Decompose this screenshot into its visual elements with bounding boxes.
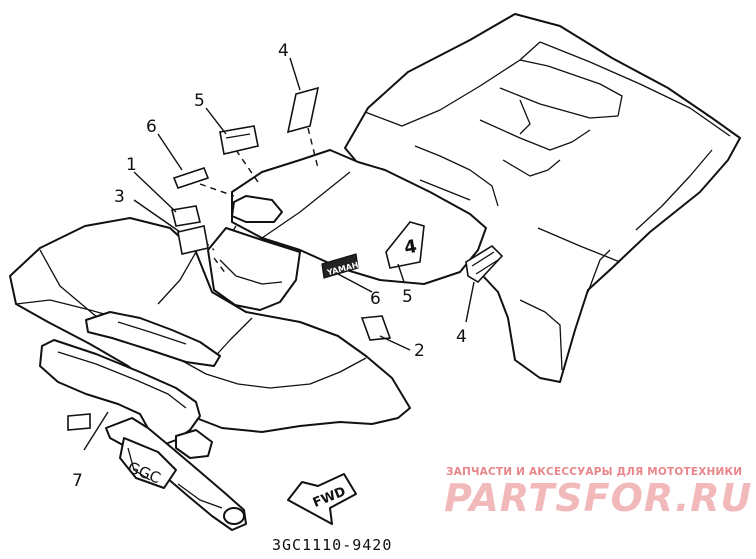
- fwd-arrow: FWD: [287, 473, 357, 525]
- leader-lines: [83, 57, 475, 451]
- decal-4-side: [465, 244, 504, 284]
- decal-7: [67, 413, 91, 431]
- callout-4-side: 4: [456, 327, 467, 347]
- callout-5-top: 5: [194, 91, 205, 111]
- callout-3: 3: [114, 187, 125, 207]
- decal-6-upper: [172, 167, 210, 189]
- callout-6-bottom: 6: [370, 289, 381, 309]
- front-bumper: [39, 311, 247, 531]
- decal-badge-text: 4: [403, 236, 419, 259]
- center-tank-cover: [207, 149, 487, 311]
- decal-5-badge: 4: [385, 221, 425, 269]
- watermark-logo-text: PARTSFOR.RU: [444, 476, 753, 520]
- rear-fender: [344, 13, 741, 383]
- decal-3: [177, 225, 209, 255]
- decal-4-upper: [286, 86, 320, 134]
- callout-7: 7: [72, 471, 83, 491]
- decal-2: [360, 315, 392, 341]
- watermark-tagline: ЗАПЧАСТИ И АКСЕССУАРЫ ДЛЯ МОТОТЕХНИКИ: [446, 466, 743, 478]
- callout-5-bottom: 5: [402, 287, 413, 307]
- decal-1: [171, 205, 201, 227]
- callout-4-top: 4: [278, 41, 289, 61]
- callout-2: 2: [414, 341, 425, 361]
- decal-5-upper: [219, 125, 259, 155]
- diagram-part-code: 3GC1110-9420: [272, 536, 393, 554]
- callout-6-top: 6: [146, 117, 157, 137]
- callout-1: 1: [126, 155, 137, 175]
- callout-numbers: 4 5 6 1 3 6 5 2 4 7: [72, 41, 467, 491]
